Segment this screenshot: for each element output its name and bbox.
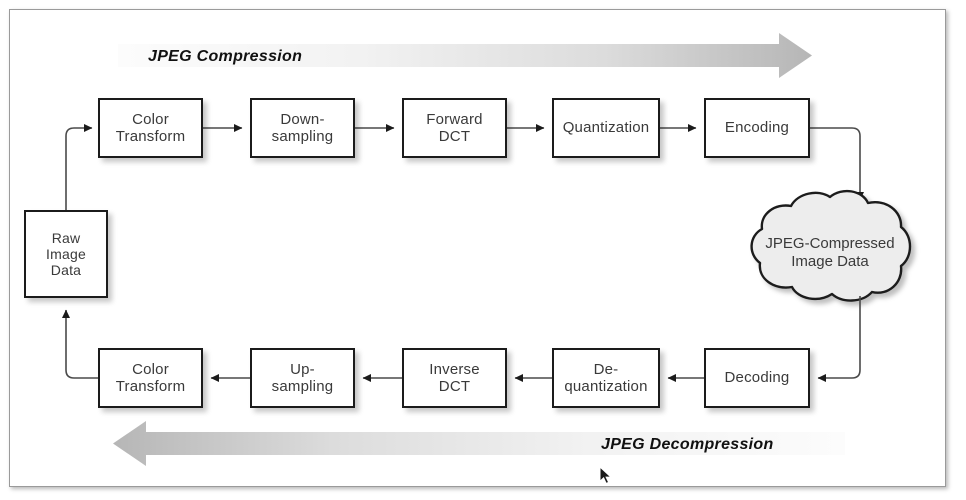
banner-label-compression: JPEG Compression	[148, 48, 303, 65]
node-label: Decoding	[724, 369, 790, 387]
banner-arrow-decompression	[113, 421, 845, 466]
node-label: Encoding	[724, 119, 790, 137]
node-decoding[interactable]: Decoding	[704, 348, 810, 408]
node-de-quantization[interactable]: De- quantization	[552, 348, 660, 408]
connector-group-decompression	[61, 296, 861, 383]
connector-cloud-to-decoding	[817, 296, 861, 383]
node-label: Up- sampling	[271, 360, 334, 395]
connector-group-compression	[65, 123, 865, 210]
cloud-label: JPEG-Compressed Image Data	[765, 235, 895, 270]
node-label: Quantization	[562, 119, 650, 137]
node-label: Raw Image Data	[46, 229, 86, 279]
node-label: De- quantization	[564, 360, 648, 395]
node-label: Color Transform	[115, 110, 186, 145]
node-label: Down- sampling	[271, 110, 334, 145]
node-inverse-dct[interactable]: Inverse DCT	[402, 348, 507, 408]
node-forward-dct[interactable]: Forward DCT	[402, 98, 507, 158]
connector-encoding-to-cloud	[810, 127, 865, 201]
cloud-shape	[750, 189, 912, 302]
node-label: Color Transform	[115, 360, 186, 395]
node-quantization[interactable]: Quantization	[552, 98, 660, 158]
banner-arrow-compression	[118, 33, 812, 78]
node-label: Forward DCT	[426, 110, 483, 145]
node-raw-image-data[interactable]: Raw Image Data	[24, 210, 108, 298]
mouse-cursor	[599, 466, 612, 485]
node-color-transform-decompress[interactable]: Color Transform	[98, 348, 203, 408]
connector-color-to-raw	[61, 309, 98, 379]
connector-raw-to-color-transform	[65, 123, 93, 210]
node-encoding[interactable]: Encoding	[704, 98, 810, 158]
node-label: Inverse DCT	[429, 360, 480, 395]
node-up-sampling[interactable]: Up- sampling	[250, 348, 355, 408]
banner-label-decompression: JPEG Decompression	[601, 436, 774, 453]
node-color-transform-compress[interactable]: Color Transform	[98, 98, 203, 158]
node-down-sampling[interactable]: Down- sampling	[250, 98, 355, 158]
